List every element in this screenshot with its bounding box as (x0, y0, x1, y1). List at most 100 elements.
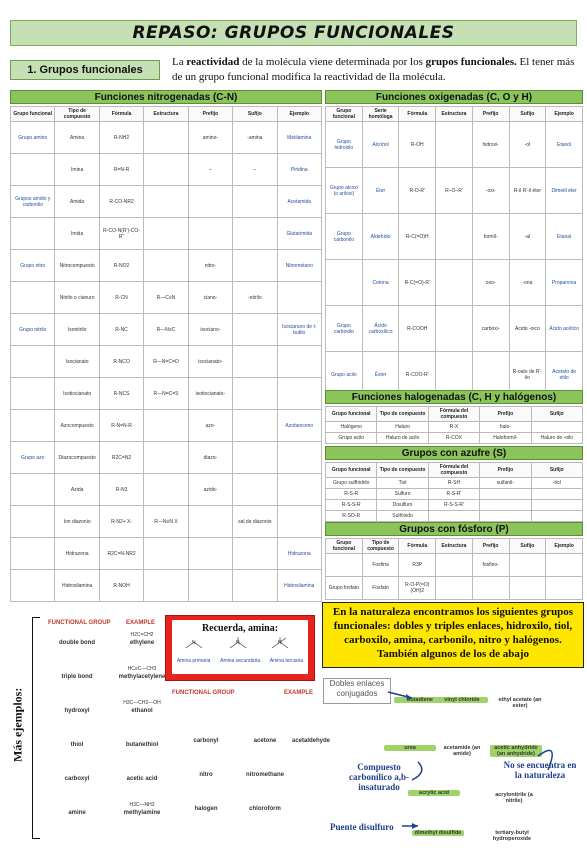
fg-right-example: acetone (253, 738, 277, 744)
fg-left-group: double bond (59, 640, 95, 646)
nitro-col-header: Grupo funcional (9, 106, 56, 122)
table-cell: -amina (232, 121, 278, 154)
table-cell: diazo- (187, 441, 234, 474)
azufre-col-header: Prefijo (479, 462, 532, 478)
extra-example: dimethyl disulfide (412, 830, 464, 836)
table-cell (9, 217, 56, 250)
table-cell: R—N≡C (143, 313, 189, 346)
table-cell (143, 473, 189, 506)
table-cell: sal de diazonio (232, 505, 278, 538)
table-cell: R-O-P(=O)(OH)2 (398, 576, 437, 600)
table-cell: Alcohol (361, 121, 400, 168)
table-cell: Cetona (361, 259, 400, 306)
fosforo-col-header: Ejemplo (545, 538, 583, 554)
fg-left-col2-header: EXAMPLE (126, 620, 156, 626)
table-cell: Azida (54, 473, 100, 506)
table-cell: Acetamida (276, 185, 323, 218)
oxi-header: Funciones oxigenadas (C, O y H) (325, 90, 583, 104)
table-cell: fosfino- (471, 553, 510, 577)
nitro-col-header: Estructura (143, 106, 189, 122)
table-cell (232, 473, 278, 506)
fosforo-header: Grupos con fósforo (P) (325, 522, 583, 536)
table-cell: Grupo acilo (324, 432, 378, 444)
table-cell (435, 213, 473, 260)
table-cell: R-X (427, 421, 481, 433)
table-cell: R-OH (398, 121, 437, 168)
table-cell: Hidrazona (54, 537, 100, 570)
oxi-col-header: Prefijo (471, 106, 510, 122)
table-cell: Hidroxilamina (54, 569, 100, 602)
azufre-col-header: Tipo de compuesto (376, 462, 429, 478)
table-cell: Haluro (376, 421, 429, 433)
fg-left-example: ethylene (129, 640, 155, 646)
extra-example: acrylonitrile (a nitrile) (495, 792, 533, 804)
table-cell (545, 576, 583, 600)
amina-primaria-label: Amina primaria (176, 658, 211, 664)
table-cell: -oxi- (471, 167, 510, 214)
fosforo-col-header: Tipo de compuesto (361, 538, 400, 554)
table-cell: R-NH2 (98, 121, 145, 154)
halo-col-header: Fórmula del compuesto (427, 406, 481, 422)
table-cell: R-CO-NR2 (98, 185, 145, 218)
fg-left-formula: H3C—NH2 (129, 802, 155, 808)
extra-example: acetamide (an amide) (443, 745, 481, 757)
table-cell (9, 473, 56, 506)
table-cell: Ácido -oico (508, 305, 547, 352)
table-cell: R=N-R (98, 153, 145, 186)
table-cell: R–O–R' (435, 167, 473, 214)
fg-left-group: hydroxyl (64, 708, 90, 714)
table-cell: R-S-R' (427, 488, 481, 500)
table-cell (276, 441, 323, 474)
table-cell: R2C=N-NR2 (98, 537, 145, 570)
table-cell: Grupo amino (9, 121, 56, 154)
table-cell (232, 217, 278, 250)
table-cell: Haluro de acilo (376, 432, 429, 444)
table-cell: -al (508, 213, 547, 260)
fg-right-group: nitro (199, 772, 213, 778)
azufre-col-header: Grupo funcional (324, 462, 378, 478)
table-cell: -ol (508, 121, 547, 168)
table-cell (187, 217, 234, 250)
oxi-col-header: Grupo funcional (325, 106, 363, 122)
table-cell: -nitrilo (232, 281, 278, 314)
table-cell: Amida (54, 185, 100, 218)
table-cell: R-S-S-R' (427, 499, 481, 511)
halo-col-header: Grupo funcional (324, 406, 378, 422)
table-cell: R-NOH (98, 569, 145, 602)
table-cell (435, 121, 473, 168)
table-cell: R-N3 (98, 473, 145, 506)
oxi-col-header: Fórmula (398, 106, 437, 122)
intro-paragraph: La reactividad de la molécula viene dete… (172, 56, 575, 83)
table-cell (187, 505, 234, 538)
table-cell: Imina (54, 153, 100, 186)
table-cell (530, 510, 584, 522)
table-cell (545, 553, 583, 577)
fg-right-example: chloroform (249, 806, 281, 812)
table-cell (9, 505, 56, 538)
table-cell: Grupo sulfhidrilo (324, 477, 378, 489)
table-cell (143, 249, 189, 282)
table-cell: Grupo fosfato (325, 576, 363, 600)
table-cell (479, 499, 532, 511)
table-cell: -tiol (530, 477, 584, 489)
table-cell: hidroxi- (471, 121, 510, 168)
table-cell: Fosfina (361, 553, 400, 577)
fg-right-example: nitromethane (245, 772, 284, 778)
table-cell (232, 409, 278, 442)
table-cell (9, 153, 56, 186)
svg-text:N: N (278, 640, 282, 646)
table-cell: Amina (54, 121, 100, 154)
table-cell: Grupo alcoxi (o ariloxi) (325, 167, 363, 214)
table-cell: Hidroxilamina (276, 569, 323, 602)
table-cell: Hidrazona (276, 537, 323, 570)
